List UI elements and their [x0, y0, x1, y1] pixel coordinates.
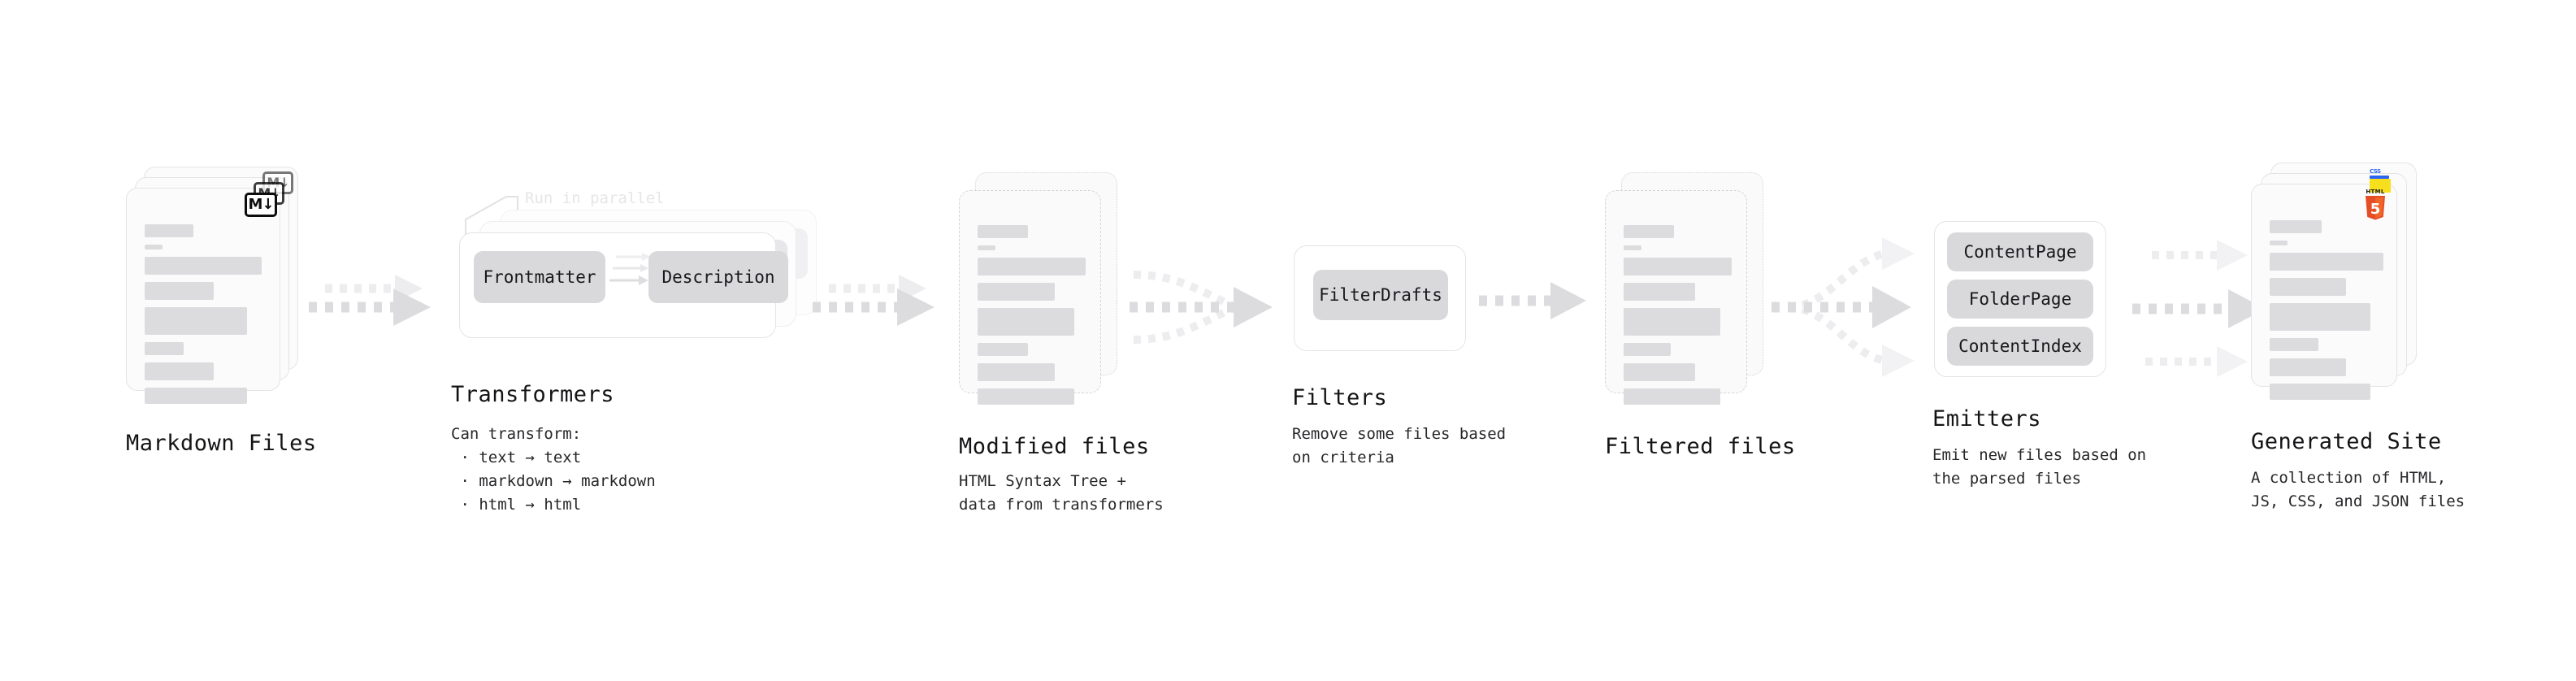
subtitle-emitters: Emit new files based on the parsed files	[1932, 446, 2147, 488]
markdown-file-stack: M↓ M↓ M↓	[126, 167, 301, 410]
connector-emitters-to-site	[2132, 240, 2266, 377]
connector-filters-to-filtered	[1479, 282, 1586, 319]
html5-shield: 5	[2366, 196, 2385, 220]
connector-md-to-transformers	[309, 275, 431, 326]
transformer-inner-arrows	[609, 253, 650, 285]
label-filters: Filters	[1292, 385, 1388, 410]
transformer-pill-frontmatter[interactable]: Frontmatter	[474, 251, 605, 303]
html5-digit: 5	[2370, 201, 2381, 218]
filtered-file-stack	[1605, 172, 1780, 416]
transformer-panel-stack: Frontmatter Description Frontmatter Desc…	[455, 187, 821, 341]
arrow-middle	[2132, 289, 2266, 328]
label-filtered-files: Filtered files	[1605, 434, 1796, 459]
file-content-lines	[127, 189, 280, 404]
stage-emitters: ContentPage FolderPage ContentIndex Emit…	[1932, 221, 2146, 488]
arrow-dotted-main	[813, 288, 935, 326]
subtitle-modified-files: HTML Syntax Tree + data from transformer…	[959, 472, 1164, 514]
stage-markdown-files: M↓ M↓ M↓ Markdown Files	[126, 167, 316, 456]
stage-generated-site: CSS HTML	[2251, 163, 2465, 510]
inner-arrow-front	[609, 275, 648, 285]
inner-arrow-back	[616, 253, 650, 261]
label-generated-site: Generated Site	[2251, 429, 2442, 454]
generated-file-stack: CSS HTML	[2251, 163, 2438, 414]
label-modified-files: Modified files	[959, 434, 1150, 459]
emitter-pill-folderpage[interactable]: FolderPage	[1947, 280, 2093, 319]
html5-badge: HTML 5	[2364, 189, 2387, 221]
css3-badge-label: CSS	[2370, 168, 2381, 175]
file-content-lines	[2252, 184, 2396, 400]
annotation-run-in-parallel: Run in parallel	[525, 189, 665, 207]
file-content-lines	[1606, 191, 1746, 405]
modified-file-stack	[959, 172, 1134, 416]
transformer-pill-description[interactable]: Description	[648, 251, 788, 303]
inner-arrow-mid	[613, 264, 648, 272]
run-in-parallel-bracket	[465, 196, 518, 237]
stage-modified-files: Modified files HTML Syntax Tree + data f…	[959, 172, 1164, 514]
stage-filters: FilterDrafts Filters Remove some files b…	[1292, 245, 1506, 466]
emitters-panel: ContentPage FolderPage ContentIndex	[1934, 221, 2121, 384]
js-badge	[2370, 179, 2391, 193]
file-content-lines	[960, 191, 1100, 405]
emitter-pill-contentindex[interactable]: ContentIndex	[1947, 327, 2093, 366]
subtitle-filters: Remove some files based on criteria	[1292, 425, 1507, 466]
label-emitters: Emitters	[1932, 406, 2042, 432]
arrow-bottom	[2145, 346, 2248, 377]
connector-transformers-to-modified	[813, 275, 935, 326]
file-card-front	[959, 190, 1101, 405]
connector-modified-to-filters	[1130, 271, 1273, 344]
emitter-pill-contentpage[interactable]: ContentPage	[1947, 232, 2093, 271]
subtitle-transformers: Can transform: · text → text · markdown …	[451, 425, 656, 514]
connector-filtered-to-emitters	[1772, 237, 1915, 377]
css3-badge: CSS	[2370, 169, 2389, 179]
css3-badge-bar	[2370, 176, 2389, 179]
arrow-dotted-main	[309, 288, 431, 326]
arrow-top	[2152, 240, 2248, 271]
label-markdown-files: Markdown Files	[126, 431, 317, 456]
stage-filtered-files: Filtered files	[1605, 172, 1795, 459]
filters-panel: FilterDrafts	[1294, 245, 1468, 359]
filter-pill-filterdrafts[interactable]: FilterDrafts	[1313, 270, 1448, 320]
file-card-front	[126, 188, 280, 404]
file-card-front	[1605, 190, 1747, 405]
markdown-badge-front: M↓	[245, 193, 277, 217]
html5-badge-label: HTML	[2366, 189, 2385, 195]
stage-transformers: Run in parallel Frontmatter Description …	[451, 187, 821, 514]
subtitle-generated-site: A collection of HTML, JS, CSS, and JSON …	[2251, 469, 2465, 510]
label-transformers: Transformers	[451, 382, 615, 407]
